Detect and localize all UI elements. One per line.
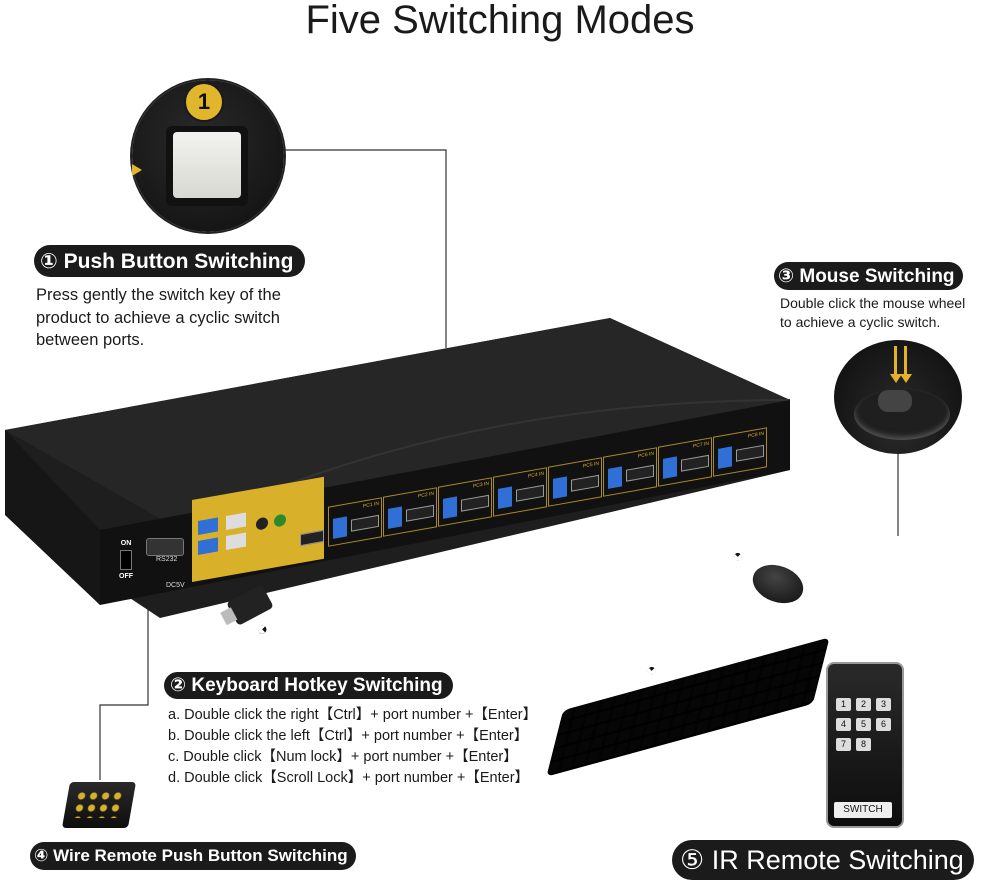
remote-key-1: 1 <box>836 698 851 711</box>
pc-port-label: PC1 IN <box>362 500 379 510</box>
remote-key-6: 6 <box>876 718 891 731</box>
pc-port-label: PC8 IN <box>747 430 764 440</box>
push-button <box>166 126 248 206</box>
usb-port <box>443 496 457 519</box>
keyboard-hotkey-switching-label: ② Keyboard Hotkey Switching <box>164 672 453 699</box>
number-badge-icon: 1 <box>184 82 224 122</box>
hdmi-port <box>351 514 379 532</box>
hotkey-c: c. Double click【Num lock】+ port number +… <box>168 749 518 765</box>
remote-key-7: 7 <box>836 738 851 751</box>
push-button-switching-label: ① Push Button Switching <box>34 245 306 277</box>
hdmi-port <box>571 474 599 492</box>
pc-port-label: PC3 IN <box>472 480 489 490</box>
page-title: Five Switching Modes <box>305 0 695 42</box>
usb-port <box>498 486 512 509</box>
pc-port-label: PC2 IN <box>417 490 434 500</box>
usb-port <box>388 506 402 529</box>
dc-label: DC5V <box>166 582 185 589</box>
hotkey-d: d. Double click【Scroll Lock】+ port numbe… <box>168 770 530 786</box>
usb-port <box>608 466 622 489</box>
mouse-wheel-zoom <box>834 340 962 454</box>
rs232-label: RS232 <box>156 556 178 563</box>
usb-port <box>333 516 347 539</box>
usb-port <box>553 476 567 499</box>
remote-switch-button: SWITCH <box>834 802 892 818</box>
ir-remote-switching-label: ⑤ IR Remote Switching <box>672 840 974 880</box>
hdmi-port <box>516 484 544 502</box>
usb-port <box>718 446 732 469</box>
wire-remote-box <box>61 782 137 828</box>
pc-port-label: PC7 IN <box>692 440 709 450</box>
remote-key-5: 5 <box>856 718 871 731</box>
hdmi-port <box>461 494 489 512</box>
push-button-zoom: 1 <box>132 80 284 232</box>
wire-remote-switching-label: ④ Wire Remote Push Button Switching <box>30 842 356 870</box>
hdmi-port <box>626 464 654 482</box>
hdmi-port <box>736 444 764 462</box>
hdmi-port <box>406 504 434 522</box>
hotkey-b: b. Double click the left【Ctrl】+ port num… <box>168 728 529 744</box>
rs232-port <box>146 538 184 556</box>
mouse-description: Double click the mouse wheel to achieve … <box>780 295 966 330</box>
remote-key-8: 8 <box>856 738 871 751</box>
remote-key-3: 3 <box>876 698 891 711</box>
mouse-switching-label: ③ Mouse Switching <box>774 262 963 290</box>
pc-port-label: PC5 IN <box>582 460 599 470</box>
power-switch: ON OFF <box>119 540 133 580</box>
remote-key-2: 2 <box>856 698 871 711</box>
pc-port-label: PC4 IN <box>527 470 544 480</box>
remote-key-4: 4 <box>836 718 851 731</box>
pc-port-label: PC6 IN <box>637 450 654 460</box>
usb-port <box>663 456 677 479</box>
hdmi-port <box>681 454 709 472</box>
hotkey-a: a. Double click the right【Ctrl】+ port nu… <box>168 707 538 723</box>
push-button-description: Press gently the switch key of the produ… <box>36 286 281 349</box>
